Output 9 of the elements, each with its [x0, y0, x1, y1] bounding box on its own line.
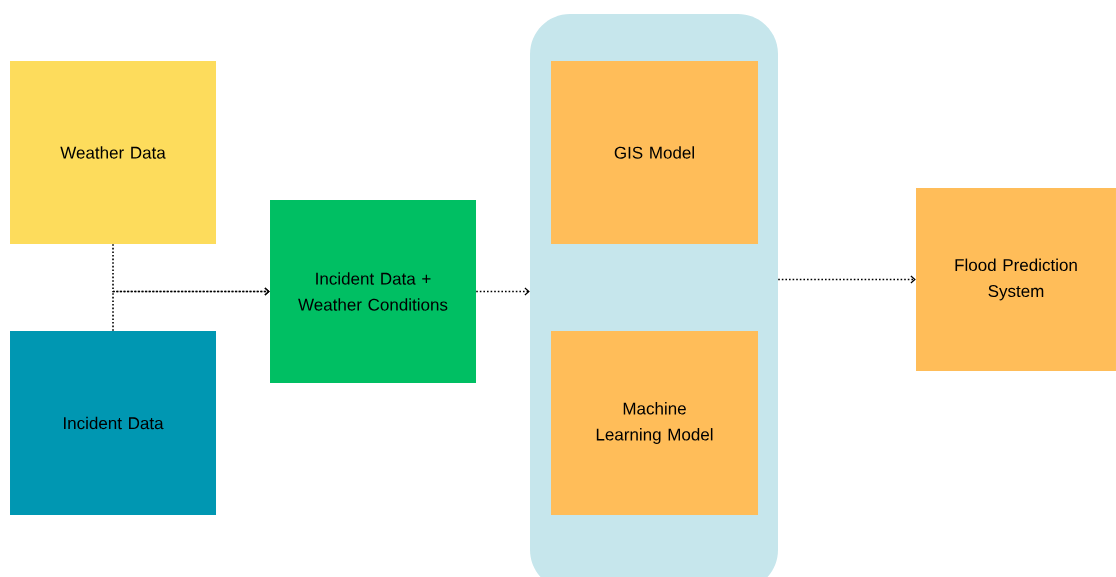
model-box: Machine Learning Model [551, 331, 758, 515]
model-box: GIS Model [551, 61, 758, 244]
arrow [475, 287, 530, 296]
process-box: Incident Data + Weather Conditions [270, 200, 476, 383]
output-box: Flood Prediction System [916, 188, 1116, 371]
data-box: Weather Data [10, 61, 216, 244]
data-box: Incident Data [10, 331, 216, 515]
arrow [112, 287, 270, 332]
arrow [777, 275, 916, 284]
